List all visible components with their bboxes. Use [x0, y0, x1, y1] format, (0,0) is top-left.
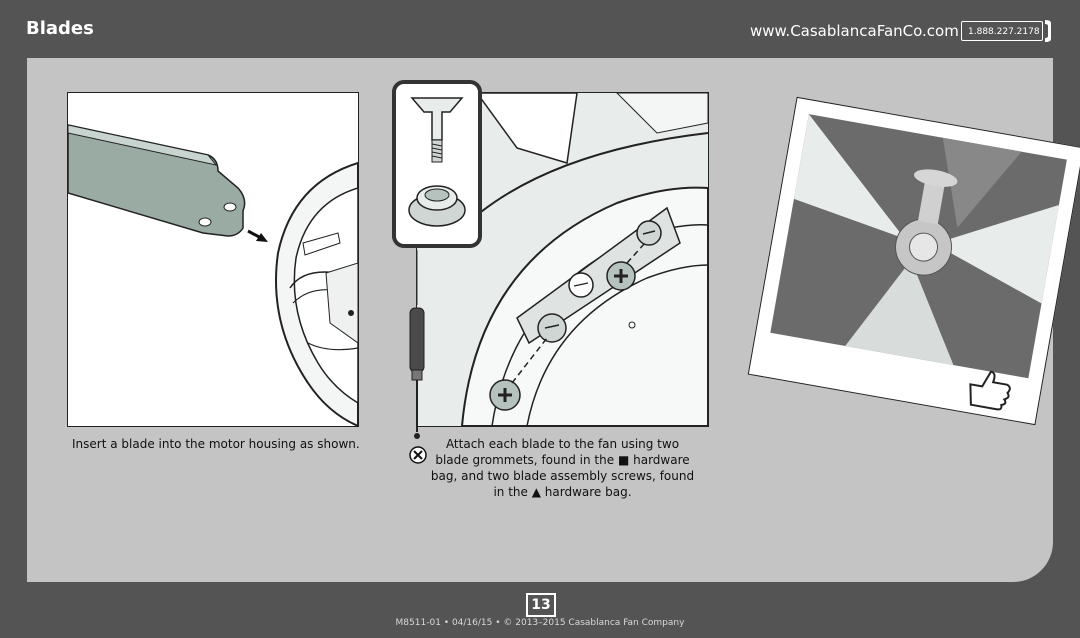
step2-line2b: hardware: [633, 453, 690, 467]
step2-line2: blade grommets, found in the ■ hardware: [430, 452, 695, 468]
step2-line1: Attach each blade to the fan using two: [445, 437, 680, 451]
phone-icon: [1045, 20, 1051, 42]
thumbs-up-icon: [969, 370, 1011, 411]
step2-line4: in the ▲ hardware bag.: [430, 484, 695, 500]
phillips-screwdriver-icon: [409, 446, 427, 464]
footer-text: M8511-01 • 04/16/15 • © 2013–2015 Casabl…: [395, 618, 685, 628]
screwdriver-icon: [409, 250, 425, 439]
phone-number[interactable]: 1.888.227.2178: [961, 21, 1043, 41]
step1-caption: Insert a blade into the motor housing as…: [72, 437, 360, 451]
square-symbol: ■: [617, 453, 630, 467]
blade-attach-drawing: [417, 93, 708, 426]
fan-photo-frame: [747, 96, 1080, 426]
page-title: Blades: [26, 18, 94, 39]
page-number: 13: [526, 593, 556, 617]
step2-line3: bag, and two blade assembly screws, foun…: [430, 469, 695, 483]
step2-caption: Attach each blade to the fan using two b…: [430, 436, 695, 500]
step2-line2a: blade grommets, found in the: [435, 453, 615, 467]
step2-line4a: in the: [493, 485, 528, 499]
hardware-callout: [392, 80, 482, 248]
triangle-symbol: ▲: [531, 485, 541, 499]
fan-photo: [770, 114, 1067, 379]
website-url[interactable]: www.CasablancaFanCo.com: [750, 22, 959, 40]
blade-insert-drawing: [68, 124, 358, 426]
step2-line4b: hardware bag.: [544, 485, 632, 499]
blade-insert-illustration: [67, 92, 359, 427]
